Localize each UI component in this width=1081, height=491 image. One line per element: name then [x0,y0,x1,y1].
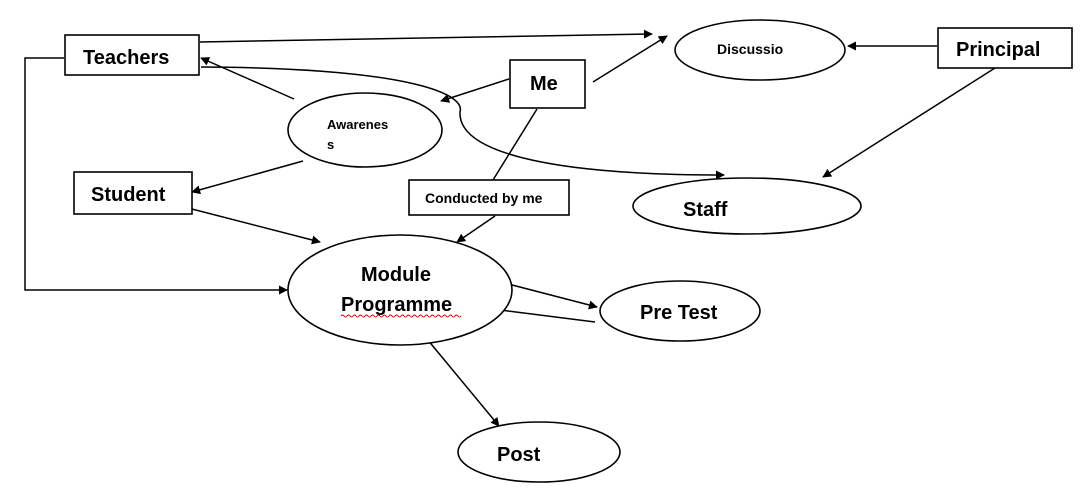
node-teachers: Teachers [64,34,200,76]
edge-awareness-to-teachers [200,57,295,100]
node-module: Module Programme [287,234,513,346]
node-staff: Staff [632,177,862,235]
node-discussion: Discussio [674,19,846,81]
edge-teachers-to-discussion [199,29,653,43]
student-box [73,171,193,215]
pretest-label: Pre Test [640,302,718,324]
awareness-ellipse [287,92,443,168]
edge-awareness-to-student [191,160,304,195]
staff-ellipse [632,177,862,235]
teachers-label: Teachers [83,47,169,69]
module-label-line1: Module [361,264,431,286]
awareness-label-line2: s [327,137,334,152]
staff-label: Staff [683,199,728,221]
student-label: Student [91,184,166,206]
teachers-box [64,34,200,76]
conducted-box [408,179,570,216]
node-student: Student [73,171,193,215]
spellcheck-underline [340,314,462,318]
edge-me-to-discussion [592,35,668,83]
node-awareness: Awarenes s [287,92,443,168]
module-ellipse [287,234,513,346]
node-me: Me [509,59,586,109]
edge-conducted-to-module [456,215,496,243]
discussion-label: Discussio [717,41,783,57]
me-box [509,59,586,109]
discussion-ellipse [674,19,846,81]
node-conducted: Conducted by me [408,179,570,216]
principal-box [937,27,1073,69]
conducted-label: Conducted by me [425,190,543,206]
post-ellipse [457,421,621,483]
awareness-label-line1: Awarenes [327,117,388,132]
node-post: Post [457,421,621,483]
pretest-ellipse [599,280,761,342]
post-label: Post [497,444,541,466]
principal-label: Principal [956,39,1040,61]
me-label: Me [530,73,558,95]
edge-teachers-to-module [24,57,288,295]
node-pretest: Pre Test [599,280,761,342]
edge-teachers-to-staff [200,66,725,180]
edge-me-to-conducted [492,108,538,181]
edge-module-to-post [426,338,500,427]
module-label-line2: Programme [341,294,452,316]
edge-student-to-module [187,207,321,245]
node-principal: Principal [937,27,1073,69]
edge-principal-to-staff [822,67,996,178]
